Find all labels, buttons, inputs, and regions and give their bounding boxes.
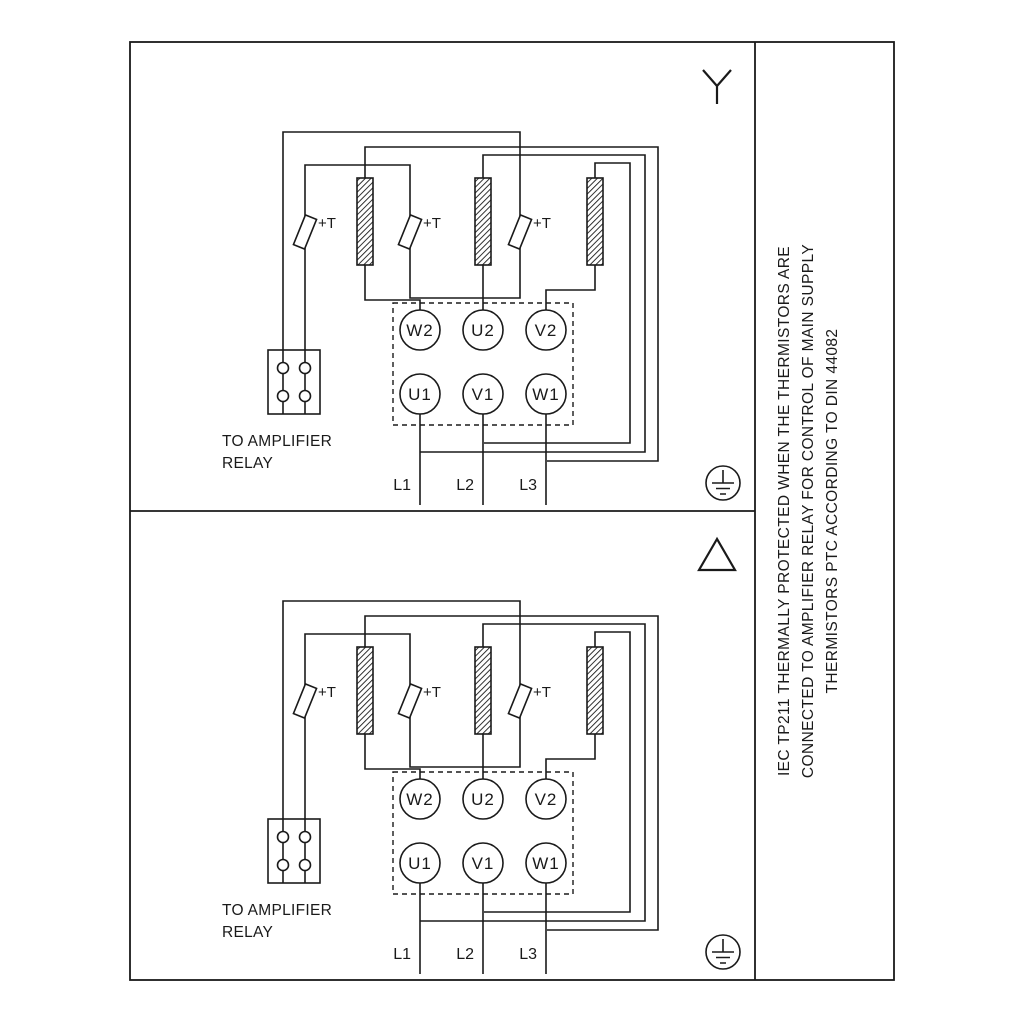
side-note-line1: IEC TP211 THERMALLY PROTECTED WHEN THE T… (776, 246, 793, 776)
relay-connector (267, 818, 321, 884)
supply-line-label: L3 (519, 477, 537, 494)
terminal-label: U2 (471, 790, 495, 809)
relay-pin (276, 830, 290, 844)
terminal-w1 (525, 373, 567, 415)
relay-connector-pins-wires (282, 819, 306, 883)
terminal-board-outline (392, 771, 574, 895)
terminal-u1 (399, 842, 441, 884)
relay-note-line2: RELAY (222, 455, 273, 472)
motor-winding-coil-3 (586, 177, 604, 266)
relay-note-line2: RELAY (222, 924, 273, 941)
thermistor-label: +T (423, 684, 441, 701)
terminal-v2 (525, 778, 567, 820)
supply-line-label: L1 (393, 946, 411, 963)
relay-note-line1: TO AMPLIFIER (222, 433, 332, 450)
terminal-v1 (462, 373, 504, 415)
relay-connector (267, 349, 321, 415)
side-note-line2: CONNECTED TO AMPLIFIER RELAY FOR CONTROL… (800, 244, 817, 778)
relay-pin (298, 389, 312, 403)
terminal-v1 (462, 842, 504, 884)
side-note-line3: THERMISTORS PTC ACCORDING TO DIN 44082 (824, 329, 841, 694)
thermistor-label: +T (318, 215, 336, 232)
terminal-w2 (399, 778, 441, 820)
terminal-label: U1 (408, 854, 432, 873)
side-note: IEC TP211 THERMALLY PROTECTED WHEN THE T… (776, 244, 841, 778)
star-wiring-diagram: W2 U2 V2 U1 V1 W1 +T +T +T TO AMPLIFIER … (222, 69, 741, 505)
frame (129, 41, 895, 981)
relay-connector-pins-wires (282, 350, 306, 414)
thermistor-label: +T (318, 684, 336, 701)
supply-line-label: L1 (393, 477, 411, 494)
terminal-u2 (462, 309, 504, 351)
motor-winding-coil-1 (356, 177, 374, 266)
relay-pin (298, 858, 312, 872)
terminal-w2 (399, 309, 441, 351)
terminal-label: U2 (471, 321, 495, 340)
supply-line-label: L2 (456, 477, 474, 494)
terminal-label: U1 (408, 385, 432, 404)
motor-winding-coil-1 (356, 646, 374, 735)
thermistor-label: +T (423, 215, 441, 232)
relay-pin (298, 361, 312, 375)
terminal-w1 (525, 842, 567, 884)
terminal-label: W2 (406, 321, 434, 340)
terminal-label: V1 (472, 854, 495, 873)
delta-diagram-labels: W2 U2 V2 U1 V1 W1 +T +T +T TO AMPLIFIER … (222, 684, 560, 963)
terminal-v2 (525, 309, 567, 351)
star-diagram-labels: W2 U2 V2 U1 V1 W1 +T +T +T TO AMPLIFIER … (222, 215, 560, 494)
terminal-label: W1 (532, 854, 560, 873)
ground-icon (705, 934, 741, 970)
motor-winding-coil-3 (586, 646, 604, 735)
terminal-label: V2 (535, 321, 558, 340)
thermistor-label: +T (533, 215, 551, 232)
terminal-label: W1 (532, 385, 560, 404)
supply-line-label: L3 (519, 946, 537, 963)
terminal-label: V2 (535, 790, 558, 809)
relay-pin (298, 830, 312, 844)
relay-pin (276, 389, 290, 403)
motor-winding-coil-2 (474, 646, 492, 735)
thermistor-symbol-3 (507, 213, 533, 251)
thermistor-symbol-2 (397, 682, 423, 720)
thermistor-symbol-2 (397, 213, 423, 251)
supply-line-label: L2 (456, 946, 474, 963)
delta-symbol-icon (697, 536, 737, 572)
terminal-label: V1 (472, 385, 495, 404)
ground-icon (705, 465, 741, 501)
terminal-u1 (399, 373, 441, 415)
terminal-u2 (462, 778, 504, 820)
thermistor-symbol-3 (507, 682, 533, 720)
star-symbol-icon (702, 69, 732, 104)
terminal-board-outline (392, 302, 574, 426)
thermistor-symbol-1 (292, 213, 318, 251)
thermistor-symbol-1 (292, 682, 318, 720)
thermistor-label: +T (533, 684, 551, 701)
relay-pin (276, 361, 290, 375)
terminal-label: W2 (406, 790, 434, 809)
relay-pin (276, 858, 290, 872)
relay-note-line1: TO AMPLIFIER (222, 902, 332, 919)
motor-winding-coil-2 (474, 177, 492, 266)
delta-wiring-diagram: W2 U2 V2 U1 V1 W1 +T +T +T TO AMPLIFIER … (222, 536, 741, 974)
